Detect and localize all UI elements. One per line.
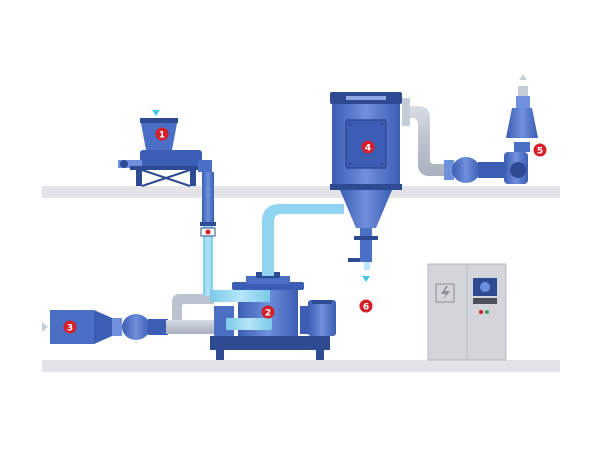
badge-number: 6 bbox=[363, 303, 369, 313]
badge-station-5: 5 bbox=[533, 143, 547, 157]
badge-number: 3 bbox=[67, 324, 73, 334]
feeder-downpipe-blue bbox=[202, 172, 214, 226]
inlet-duct bbox=[166, 320, 226, 334]
exhaust-arrow-icon bbox=[519, 74, 527, 80]
mill-to-cyclone-pipe bbox=[262, 204, 344, 276]
upper-floor bbox=[42, 186, 560, 198]
feed-indicator-icon bbox=[152, 110, 160, 116]
air-inlet-fan bbox=[42, 310, 168, 344]
badge-number: 4 bbox=[365, 144, 371, 154]
badge-number: 2 bbox=[265, 309, 271, 319]
exhaust-fan bbox=[444, 74, 538, 184]
badge-station-2: 2 bbox=[261, 305, 275, 319]
product-indicator-icon bbox=[362, 276, 370, 282]
high-voltage-icon bbox=[441, 286, 450, 300]
badge-station-4: 4 bbox=[361, 140, 375, 154]
mill-outlet-light bbox=[226, 318, 272, 330]
feeder-downpipe-light bbox=[203, 226, 213, 296]
mill-inlet-light bbox=[210, 290, 270, 302]
lower-floor bbox=[42, 360, 560, 372]
control-cabinet bbox=[427, 263, 507, 361]
badge-number: 1 bbox=[159, 131, 165, 141]
badge-station-3: 3 bbox=[63, 320, 77, 334]
exhaust-duct bbox=[402, 106, 446, 176]
mill-feed-duct-gray bbox=[172, 294, 214, 320]
badge-station-1: 1 bbox=[155, 127, 169, 141]
cyclone-filter bbox=[330, 92, 402, 282]
feeder bbox=[118, 110, 212, 187]
badge-number: 5 bbox=[537, 147, 543, 157]
badge-station-6: 6 bbox=[359, 299, 373, 313]
inlet-arrow-icon bbox=[42, 322, 48, 332]
